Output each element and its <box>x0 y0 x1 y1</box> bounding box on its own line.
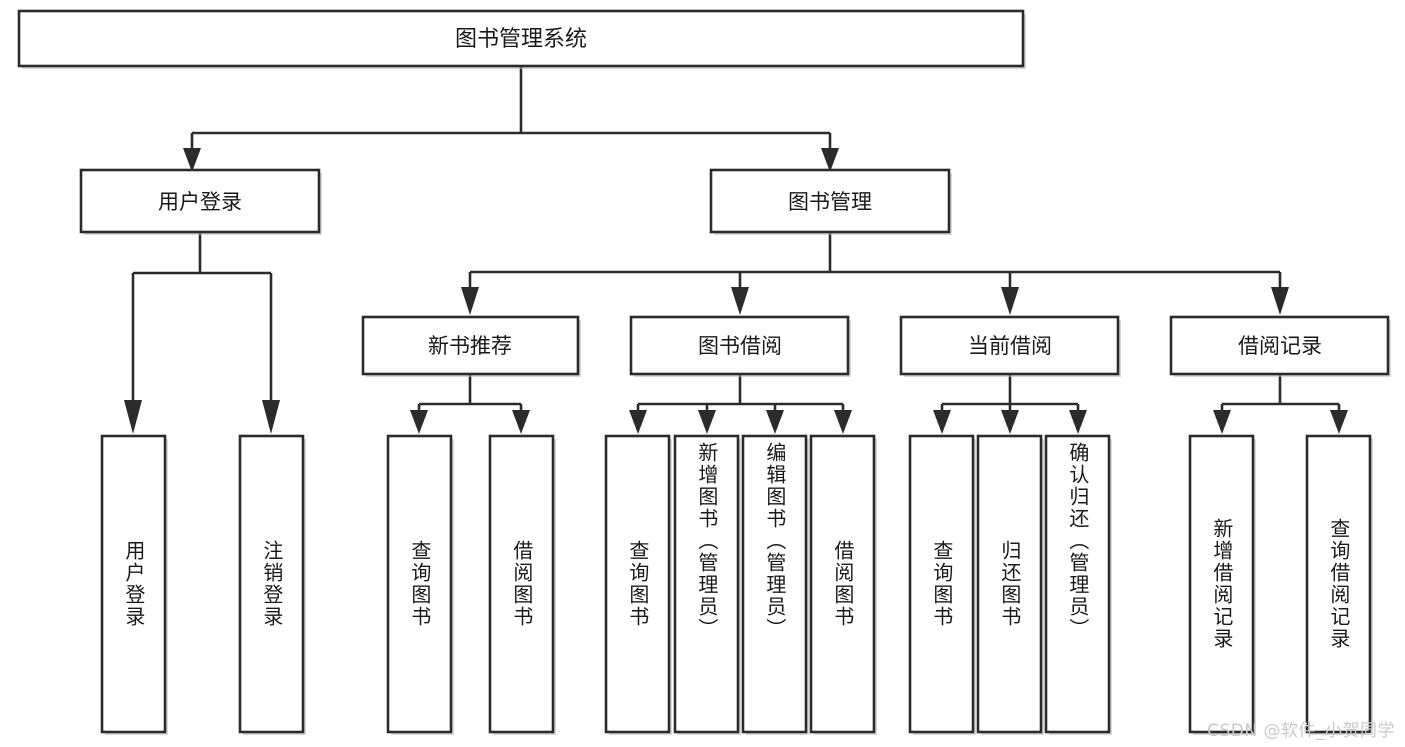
node-book-manage-box[interactable] <box>709 168 951 234</box>
node-current-borrow-label: 当前借阅 <box>968 334 1052 358</box>
leaf-add-book-box[interactable] <box>673 434 740 734</box>
leaf-user-logout-box[interactable] <box>238 434 305 734</box>
node-borrow-record-box[interactable] <box>1169 315 1390 376</box>
node-new-book-rec-label: 新书推荐 <box>428 334 512 358</box>
node-root[interactable]: 图书管理系统 <box>17 9 1026 69</box>
csdn-watermark: CSDN @软件_小贺同学 <box>1207 721 1395 741</box>
arrowhead-to-leaf-query-record <box>1330 410 1348 434</box>
connector-group-current-borrow <box>933 374 1087 434</box>
arrowhead-to-borrow-record <box>1271 287 1289 315</box>
arrowhead-to-new-book-rec <box>461 287 479 315</box>
arrowhead-to-leaf-query-book-3 <box>933 410 951 434</box>
node-root-label: 图书管理系统 <box>455 27 587 52</box>
arrowhead-to-leaf-confirm-return <box>1069 410 1087 434</box>
connector-group-new-book-rec <box>410 374 530 434</box>
node-book-borrow-box[interactable] <box>629 315 850 376</box>
leaf-add-record-box[interactable] <box>1188 434 1255 734</box>
node-current-borrow-box[interactable] <box>899 315 1120 376</box>
leaf-confirm-return-box[interactable] <box>1044 434 1111 734</box>
connector-group-root <box>183 66 839 172</box>
arrowhead-root-to-book-manage <box>821 148 839 172</box>
leaf-query-record-box[interactable] <box>1305 434 1372 734</box>
leaf-query-book-2-box[interactable] <box>604 434 671 734</box>
node-user-login-label: 用户登录 <box>158 190 242 214</box>
arrowhead-to-leaf-user-logout <box>262 400 280 434</box>
node-user-login-box[interactable] <box>79 168 321 234</box>
node-new-book-rec[interactable]: 新书推荐 <box>361 315 581 377</box>
leaf-borrow-book-1-box[interactable] <box>488 434 555 734</box>
arrowhead-to-leaf-query-book-1 <box>410 410 428 434</box>
node-book-manage[interactable]: 图书管理 <box>709 168 952 235</box>
arrowhead-to-leaf-add-record <box>1213 410 1231 434</box>
arrowhead-to-leaf-query-book-2 <box>629 410 647 434</box>
connector-group-book-manage <box>461 232 1289 315</box>
arrowhead-root-to-user-login <box>183 148 201 172</box>
leaf-boxes <box>100 434 1373 735</box>
node-book-manage-label: 图书管理 <box>788 190 872 214</box>
arrowhead-to-leaf-borrow-book-2 <box>834 410 852 434</box>
arrowhead-to-book-borrow <box>731 287 749 315</box>
arrowhead-to-leaf-edit-book <box>766 410 784 434</box>
node-book-borrow-label: 图书借阅 <box>698 334 782 358</box>
leaf-edit-book-box[interactable] <box>741 434 808 734</box>
arrowhead-to-current-borrow <box>1001 287 1019 315</box>
leaf-borrow-book-2-box[interactable] <box>809 434 876 734</box>
node-current-borrow[interactable]: 当前借阅 <box>899 315 1121 377</box>
connector-group-borrow-record <box>1213 374 1348 434</box>
node-borrow-record-label: 借阅记录 <box>1238 334 1322 358</box>
leaf-query-book-1-box[interactable] <box>386 434 453 734</box>
node-book-borrow[interactable]: 图书借阅 <box>629 315 851 377</box>
node-borrow-record[interactable]: 借阅记录 <box>1169 315 1391 377</box>
leaf-query-book-3-box[interactable] <box>908 434 975 734</box>
arrowhead-to-leaf-add-book <box>698 410 716 434</box>
arrowhead-to-leaf-user-login <box>124 400 142 434</box>
connector-group-user-login <box>124 232 280 434</box>
leaf-user-login-box[interactable] <box>100 434 167 734</box>
connector-group-book-borrow <box>629 374 852 434</box>
node-new-book-rec-box[interactable] <box>361 315 580 376</box>
arrowhead-to-leaf-return-book <box>1001 410 1019 434</box>
arrowhead-to-leaf-borrow-book-1 <box>512 410 530 434</box>
node-root-box[interactable] <box>17 9 1025 68</box>
node-user-login[interactable]: 用户登录 <box>79 168 322 235</box>
leaf-return-book-box[interactable] <box>976 434 1043 734</box>
